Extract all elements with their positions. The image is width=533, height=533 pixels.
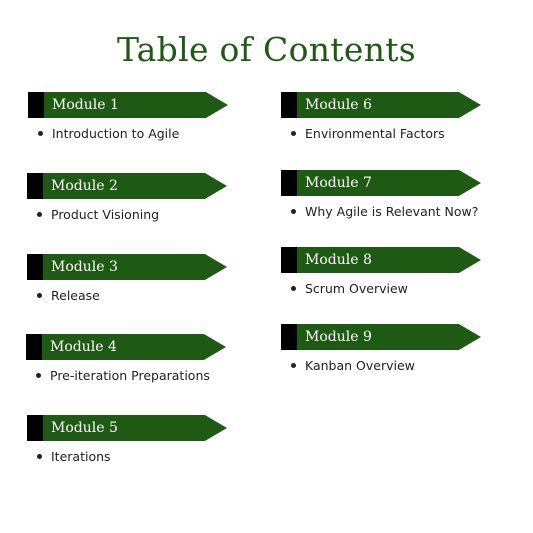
banner-marker: [281, 92, 297, 118]
module-banner: Module 9: [281, 324, 481, 350]
banner-marker: [281, 324, 297, 350]
banner-marker: [28, 92, 44, 118]
module-topic: Release: [37, 288, 232, 303]
module-topic-text: Scrum Overview: [305, 281, 408, 296]
banner-arrow: [43, 254, 227, 280]
banner-marker: [27, 415, 43, 441]
bullet-icon: [291, 286, 296, 291]
module-topic-text: Kanban Overview: [305, 358, 415, 373]
module-topic: Iterations: [37, 449, 232, 464]
module-banner: Module 1: [28, 92, 228, 118]
module-4: Module 4 Pre-iteration Preparations: [26, 334, 231, 383]
module-label: Module 8: [305, 252, 372, 268]
banner-marker: [281, 247, 297, 273]
bullet-icon: [36, 373, 41, 378]
module-topic: Product Visioning: [37, 207, 232, 222]
module-topic: Kanban Overview: [291, 358, 486, 373]
page-title: Table of Contents: [116, 30, 417, 69]
module-3: Module 3 Release: [27, 254, 232, 303]
banner-arrow: [44, 92, 228, 118]
module-label: Module 9: [305, 329, 372, 345]
module-label: Module 2: [51, 178, 118, 194]
module-topic-text: Environmental Factors: [305, 126, 445, 141]
module-label: Module 4: [50, 339, 117, 355]
module-topic: Environmental Factors: [291, 126, 486, 141]
banner-marker: [281, 170, 297, 196]
bullet-icon: [38, 131, 43, 136]
banner-arrow: [42, 334, 226, 360]
module-2: Module 2 Product Visioning: [27, 173, 232, 222]
module-topic: Pre-iteration Preparations: [36, 368, 231, 383]
module-topic-text: Iterations: [51, 449, 111, 464]
bullet-icon: [37, 454, 42, 459]
banner-arrow: [43, 173, 227, 199]
module-topic: Scrum Overview: [291, 281, 486, 296]
bullet-icon: [291, 209, 296, 214]
bullet-icon: [291, 363, 296, 368]
banner-arrow: [297, 170, 481, 196]
banner-arrow: [297, 247, 481, 273]
bullet-icon: [37, 293, 42, 298]
banner-arrow: [297, 92, 481, 118]
module-topic-text: Why Agile is Relevant Now?: [305, 204, 479, 219]
module-topic: Introduction to Agile: [38, 126, 233, 141]
banner-arrow: [43, 415, 227, 441]
module-banner: Module 3: [27, 254, 227, 280]
module-banner: Module 7: [281, 170, 481, 196]
module-topic-text: Introduction to Agile: [52, 126, 180, 141]
module-banner: Module 5: [27, 415, 227, 441]
module-banner: Module 8: [281, 247, 481, 273]
module-9: Module 9 Kanban Overview: [281, 324, 486, 373]
banner-marker: [27, 254, 43, 280]
banner-marker: [27, 173, 43, 199]
module-topic-text: Pre-iteration Preparations: [50, 368, 210, 383]
module-banner: Module 6: [281, 92, 481, 118]
module-8: Module 8 Scrum Overview: [281, 247, 486, 296]
module-topic: Why Agile is Relevant Now?: [291, 204, 486, 219]
module-7: Module 7 Why Agile is Relevant Now?: [281, 170, 486, 219]
bullet-icon: [37, 212, 42, 217]
module-label: Module 6: [305, 97, 372, 113]
module-6: Module 6 Environmental Factors: [281, 92, 486, 141]
module-banner: Module 4: [26, 334, 226, 360]
module-label: Module 7: [305, 175, 372, 191]
bullet-icon: [291, 131, 296, 136]
banner-arrow: [297, 324, 481, 350]
module-label: Module 5: [51, 420, 118, 436]
module-label: Module 1: [52, 97, 119, 113]
module-banner: Module 2: [27, 173, 227, 199]
module-5: Module 5 Iterations: [27, 415, 232, 464]
module-topic-text: Product Visioning: [51, 207, 160, 222]
module-topic-text: Release: [51, 288, 100, 303]
module-label: Module 3: [51, 259, 118, 275]
banner-marker: [26, 334, 42, 360]
module-1: Module 1 Introduction to Agile: [28, 92, 233, 141]
